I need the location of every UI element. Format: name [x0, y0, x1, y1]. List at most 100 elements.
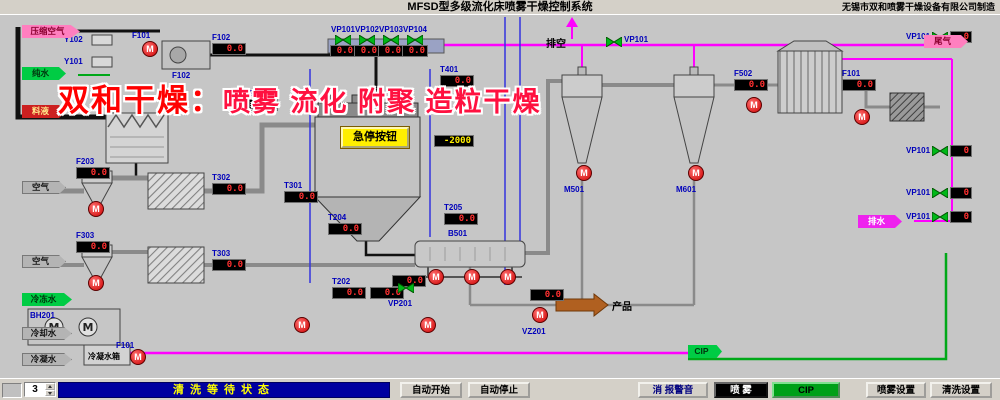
- device-label: F101: [116, 341, 135, 350]
- gauge-label: F203: [76, 157, 95, 166]
- gauge-value: 0.0: [212, 43, 246, 55]
- value-display: T401 0.0: [440, 65, 474, 87]
- control-button[interactable]: 自动开始: [400, 382, 462, 398]
- gauge-label: T205: [444, 203, 463, 212]
- valve-label: VP101: [906, 32, 931, 41]
- valve-icon[interactable]: [398, 283, 414, 293]
- gauge-value: 0.0: [284, 191, 318, 203]
- gauge-value: 0.0: [842, 79, 876, 91]
- stream-tag: 压缩空气: [22, 25, 80, 38]
- gauge-label: [392, 265, 426, 275]
- device-label: 产品: [612, 302, 632, 313]
- stream-tag: 排水: [858, 215, 902, 228]
- gauge-label: T204: [328, 213, 347, 222]
- valve-gauge-value: 0.0: [402, 45, 428, 57]
- valve-gauge-value: 0.0: [330, 45, 356, 57]
- valve-icon[interactable]: [359, 35, 375, 45]
- gauge-label: T201: [244, 89, 263, 98]
- valve-gauge-value: 0.0: [354, 45, 380, 57]
- valve-label: VP102: [354, 25, 380, 34]
- stream-tag: 尾气: [924, 35, 968, 48]
- gauge-label: [530, 279, 564, 289]
- value-display: 0.0: [530, 279, 564, 301]
- valve-row: VP101 0: [906, 211, 973, 223]
- pump-motor-icon[interactable]: M: [88, 275, 104, 291]
- gauge-label: F102: [212, 33, 231, 42]
- value-display: T301 0.0: [284, 181, 318, 203]
- pump-motor-icon[interactable]: M: [130, 349, 146, 365]
- motor-m-label: M: [83, 321, 94, 334]
- gauge-value: 0.0: [444, 213, 478, 225]
- control-button[interactable]: 清洗设置: [930, 382, 992, 398]
- control-button[interactable]: 自动停止: [468, 382, 530, 398]
- gauge-label: T303: [212, 249, 231, 258]
- device-label: BH201: [30, 311, 55, 320]
- gauge-label: T202: [332, 277, 351, 286]
- control-button[interactable]: 消 报警音: [638, 382, 708, 398]
- valve-gauge-value: 0: [950, 211, 973, 223]
- device-label: 排空: [546, 39, 566, 50]
- gauge-value: -2000: [434, 135, 474, 147]
- gauge-value: 0.0: [212, 259, 246, 271]
- pump-motor-icon[interactable]: M: [464, 269, 480, 285]
- step-counter: 3: [32, 384, 38, 395]
- pump-motor-icon[interactable]: M: [428, 269, 444, 285]
- value-display: F101 0.0: [842, 69, 876, 91]
- pump-motor-icon[interactable]: M: [688, 165, 704, 181]
- manufacturer-label: 无锡市双和喷雾干燥设备有限公司制造: [841, 2, 995, 12]
- device-label: Y102: [64, 35, 83, 44]
- stream-tag: CIP: [688, 345, 722, 358]
- gauge-label: T302: [212, 173, 231, 182]
- pump-motor-icon[interactable]: M: [420, 317, 436, 333]
- valve-group: VP102 0.0: [354, 25, 380, 57]
- stream-tag: 冷冻水: [22, 293, 72, 306]
- valve-icon[interactable]: [932, 188, 949, 198]
- value-display: T303 0.0: [212, 249, 246, 271]
- valve-group: VP103 0.0: [378, 25, 404, 57]
- pump-motor-icon[interactable]: M: [88, 201, 104, 217]
- pump-motor-icon[interactable]: M: [142, 41, 158, 57]
- valve-icon[interactable]: [932, 212, 949, 222]
- valve-icon[interactable]: [606, 37, 622, 47]
- pump-motor-icon[interactable]: M: [746, 97, 762, 113]
- stream-tag: 冷却水: [22, 327, 72, 340]
- valve-icon[interactable]: [407, 35, 423, 45]
- value-display: F502 0.0: [734, 69, 768, 91]
- value-display: 0.0: [370, 277, 404, 299]
- pump-motor-icon[interactable]: M: [854, 109, 870, 125]
- value-display: T205 0.0: [444, 203, 478, 225]
- device-label: F102: [172, 71, 191, 80]
- valve-icon[interactable]: [383, 35, 399, 45]
- valve-label: VP101: [906, 212, 931, 221]
- step-spinner: 3: [24, 382, 56, 397]
- gauge-value: 0.0: [76, 167, 110, 179]
- valve-icon[interactable]: [932, 146, 949, 156]
- value-display: T201 0.0: [244, 89, 278, 111]
- gauge-label: T401: [440, 65, 459, 74]
- stream-tag: 料液: [22, 105, 66, 118]
- pump-motor-icon[interactable]: M: [500, 269, 516, 285]
- spinner-down-icon[interactable]: [45, 389, 55, 396]
- control-button[interactable]: 喷 雾: [714, 382, 768, 398]
- emergency-stop-button[interactable]: 急停按钮: [341, 127, 409, 148]
- gauge-label: T301: [284, 181, 303, 190]
- gauge-value: 0.0: [76, 241, 110, 253]
- valve-label: VP104: [402, 25, 428, 34]
- value-display: T202 0.0: [332, 277, 366, 299]
- valve-group: VP101 0.0: [330, 25, 356, 57]
- pump-motor-icon[interactable]: M: [576, 165, 592, 181]
- valve-gauge-value: 0.0: [378, 45, 404, 57]
- value-display: F303 0.0: [76, 231, 110, 253]
- valve-icon[interactable]: [335, 35, 351, 45]
- value-display: T302 0.0: [212, 173, 246, 195]
- pump-motor-icon[interactable]: M: [294, 317, 310, 333]
- control-button[interactable]: CIP: [772, 382, 840, 398]
- valve-label: VP101: [330, 25, 356, 34]
- pump-motor-icon[interactable]: M: [532, 307, 548, 323]
- spinner-up-icon[interactable]: [45, 383, 55, 390]
- control-button[interactable]: 喷雾设置: [866, 382, 926, 398]
- device-label: M601: [676, 185, 697, 194]
- valve-group: VP104 0.0: [402, 25, 428, 57]
